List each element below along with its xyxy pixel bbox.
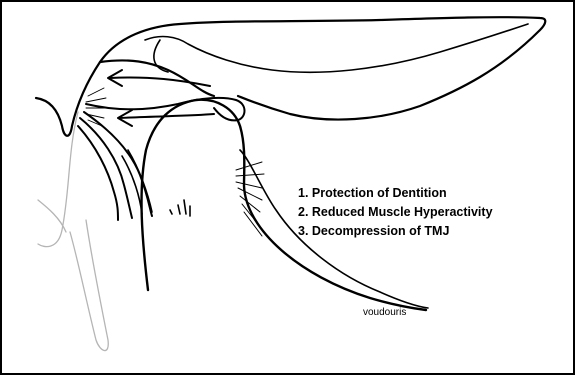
benefit-item-3: 3. Decompression of TMJ: [298, 222, 493, 241]
treatment-benefits-list: 1. Protection of Dentition 2. Reduced Mu…: [298, 184, 493, 241]
benefit-item-1: 1. Protection of Dentition: [298, 184, 493, 203]
skull-outline: [38, 112, 108, 351]
benefit-item-2: 2. Reduced Muscle Hyperactivity: [298, 203, 493, 222]
author-signature: voudouris: [363, 307, 406, 318]
pterygoid-fan: [236, 162, 264, 236]
